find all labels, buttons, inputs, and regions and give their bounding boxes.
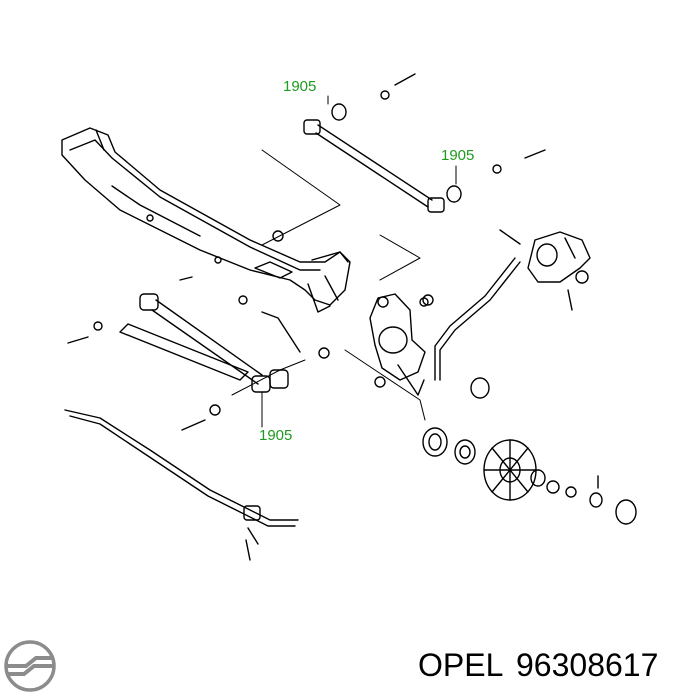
assembly-lines xyxy=(231,149,426,421)
callout-label: 1905 xyxy=(283,78,317,95)
brand-name: OPEL xyxy=(418,647,504,683)
knuckle xyxy=(369,293,490,399)
hub-assembly xyxy=(422,427,637,525)
opel-logo-icon xyxy=(4,640,56,692)
lower-control-link xyxy=(67,293,289,431)
callout-leaders xyxy=(261,95,457,428)
crossmember xyxy=(61,127,351,313)
fasteners xyxy=(179,276,429,388)
callout-label: 1905 xyxy=(441,147,475,164)
part-number: 96308617 xyxy=(516,647,659,683)
upper-lateral-link xyxy=(272,73,546,242)
trailing-arm-bracket xyxy=(499,229,591,311)
stabilizer-bar xyxy=(64,409,299,561)
brake-line xyxy=(434,257,521,381)
callout-label: 1905 xyxy=(259,427,293,444)
